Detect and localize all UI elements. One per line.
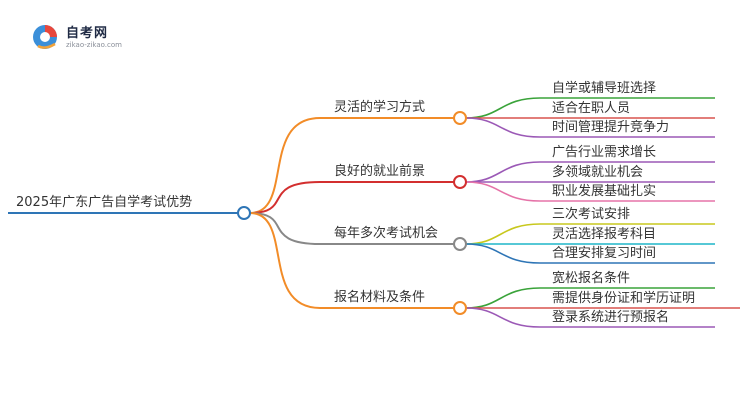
branch-connector (249, 212, 321, 309)
branch-connector (249, 181, 321, 214)
child-connector (465, 181, 541, 202)
child-topic: 时间管理提升竞争力 (552, 120, 670, 135)
branch-node (453, 111, 467, 125)
logo-icon (33, 25, 57, 49)
child-topic: 职业发展基础扎实 (552, 184, 657, 199)
root-topic: 2025年广东广告自学考试优势 (16, 195, 193, 210)
child-connector (465, 223, 541, 245)
child-topic: 三次考试安排 (552, 207, 631, 222)
branch-connector (249, 212, 321, 245)
child-topic: 登录系统进行预报名 (552, 310, 670, 325)
branch-topic: 良好的就业前景 (334, 164, 426, 179)
child-topic: 合理安排复习时间 (552, 246, 657, 261)
branch-topic: 每年多次考试机会 (334, 226, 439, 241)
child-connector (465, 117, 541, 138)
child-connector (465, 243, 541, 264)
branch-topic: 灵活的学习方式 (334, 100, 426, 115)
branch-node (453, 175, 467, 189)
branch-topic: 报名材料及条件 (334, 290, 426, 305)
site-logo (30, 20, 140, 54)
child-connector (465, 287, 541, 309)
child-topic: 灵活选择报考科目 (552, 227, 657, 242)
child-connector (465, 97, 541, 119)
child-topic: 广告行业需求增长 (552, 145, 657, 160)
child-connector (465, 307, 541, 328)
logo-url: zikao-zikao.com (66, 41, 122, 49)
child-topic: 需提供身份证和学历证明 (552, 291, 696, 306)
child-topic: 自学或辅导班选择 (552, 81, 657, 96)
branch-node (453, 301, 467, 315)
child-connector (465, 161, 541, 183)
child-topic: 宽松报名条件 (552, 271, 631, 286)
branch-node (453, 237, 467, 251)
root-node (237, 206, 251, 220)
child-topic: 适合在职人员 (552, 101, 631, 116)
branch-connector (249, 117, 321, 214)
logo-title: 自考网 (66, 26, 109, 41)
child-topic: 多领域就业机会 (552, 165, 644, 180)
